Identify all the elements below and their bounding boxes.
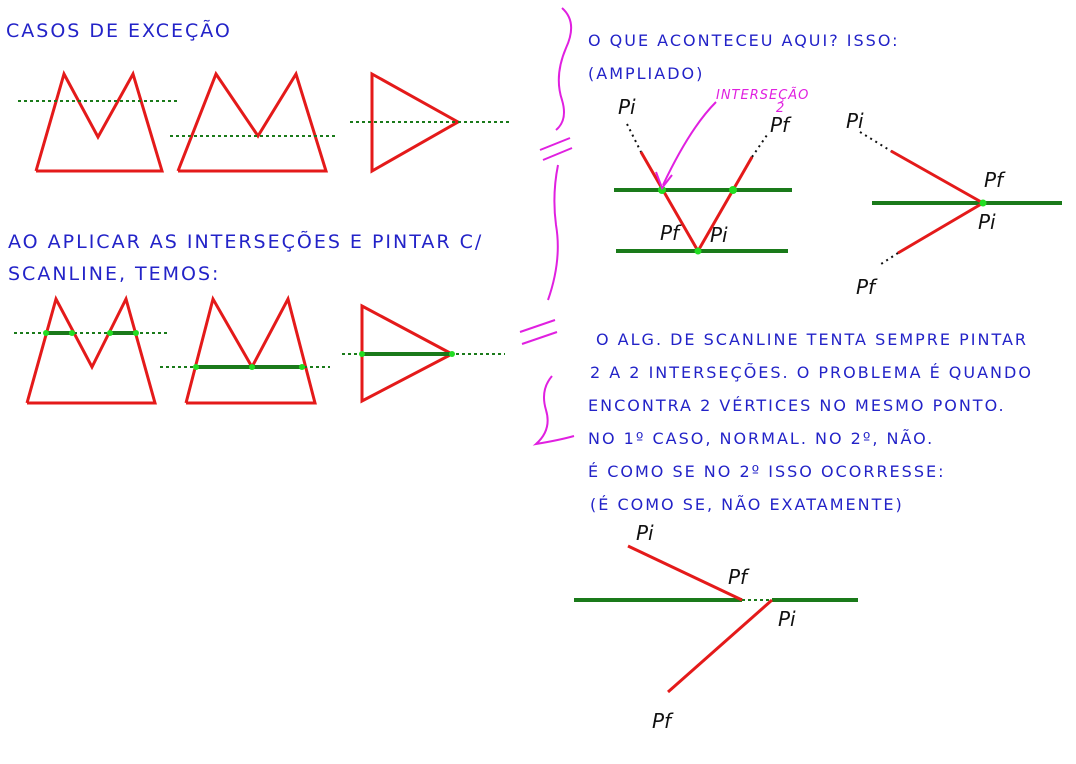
bottom-diagram: Pi Pf Pi Pf (574, 521, 858, 733)
edge-continuation-dotted (877, 252, 899, 267)
label-pf: Pf (728, 565, 750, 589)
question-line1: O QUE ACONTECEU AQUI? ISSO: (588, 31, 900, 50)
arrow-head (655, 171, 673, 191)
intersection-point (449, 351, 455, 357)
intersection-point (658, 186, 666, 194)
intersection-point (729, 186, 737, 194)
edge-upper (627, 544, 743, 602)
label-pi: Pi (636, 521, 654, 545)
edge-lower (897, 201, 984, 255)
equals-mark (542, 147, 573, 161)
zoomed-v-diagram: INTERSEÇÃO 2 Pi Pf Pf Pi (614, 87, 809, 255)
case-shape-m-2 (170, 70, 338, 173)
edge-continuation-dotted (859, 131, 892, 152)
edge-continuation-dotted (751, 134, 768, 158)
label-pf: Pf (984, 168, 1006, 192)
arrow-shaft (662, 101, 717, 186)
label-pi: Pi (710, 223, 728, 247)
intersecao-label: INTERSEÇÃO (716, 87, 809, 103)
label-pi: Pi (978, 210, 996, 234)
brace-stroke (532, 375, 575, 446)
alg-text-line5: É COMO SE NO 2º ISSO OCORRESSE: (588, 462, 945, 481)
vertex-point (694, 247, 702, 255)
vertex-point (979, 199, 987, 207)
alg-text-line1: O ALG. DE SCANLINE TENTA SEMPRE PINTAR (596, 330, 1028, 349)
label-pf: Pf (652, 709, 674, 733)
m-shape-outline (34, 70, 165, 173)
edge-left (639, 151, 700, 252)
label-pi: Pi (778, 607, 796, 631)
painted-shape-m-2 (160, 294, 330, 405)
question-line2: (AMPLIADO) (588, 64, 704, 83)
brace-upper (539, 7, 573, 301)
painted-shape-m-1 (14, 294, 170, 405)
intersection-point (43, 330, 49, 336)
case-shape-m-1 (18, 70, 178, 173)
equals-mark (539, 137, 571, 151)
triangle-outline (370, 71, 462, 174)
label-pf: Pf (856, 275, 878, 299)
intersecao-subscript: 2 (776, 101, 785, 116)
label-pi: Pi (618, 95, 636, 119)
intersection-point (359, 351, 365, 357)
apply-text-line2: SCANLINE, TEMOS: (8, 263, 220, 285)
painted-triangle (342, 303, 505, 404)
brace-stroke (555, 7, 573, 131)
alg-text-line6: (É COMO SE, NÃO EXATAMENTE) (590, 495, 904, 514)
edge-lower (667, 598, 773, 694)
intersection-point (69, 330, 75, 336)
m-shape-outline (25, 294, 157, 405)
intersection-point (107, 330, 113, 336)
label-pf: Pf (660, 221, 682, 245)
edge-right (696, 156, 754, 252)
edge-upper (890, 149, 984, 205)
label-pf: Pf (770, 113, 792, 137)
alg-text-line2: 2 A 2 INTERSEÇÕES. O PROBLEMA É QUANDO (590, 363, 1033, 382)
title-text: CASOS DE EXCEÇÃO (6, 19, 232, 42)
intersection-point (193, 364, 199, 370)
intersection-point (249, 364, 255, 370)
apply-text-line1: AO APLICAR AS INTERSEÇÕES E PINTAR C/ (8, 230, 483, 253)
m-shape-outline (176, 70, 329, 173)
alg-text-line4: NO 1º CASO, NORMAL. NO 2º, NÃO. (588, 429, 934, 448)
alg-text-line3: ENCONTRA 2 VÉRTICES NO MESMO PONTO. (588, 396, 1006, 415)
equals-mark (521, 331, 558, 345)
brace-stroke (547, 164, 559, 301)
brace-lower (519, 319, 575, 446)
label-pi: Pi (846, 109, 864, 133)
equals-mark (519, 319, 556, 333)
intersection-point (299, 364, 305, 370)
edge-continuation-dotted (626, 123, 642, 153)
intersection-point (133, 330, 139, 336)
m-shape-outline (184, 294, 317, 405)
zoomed-side-diagram: Pi Pf Pi Pf (846, 109, 1062, 299)
case-shape-triangle (350, 71, 510, 174)
